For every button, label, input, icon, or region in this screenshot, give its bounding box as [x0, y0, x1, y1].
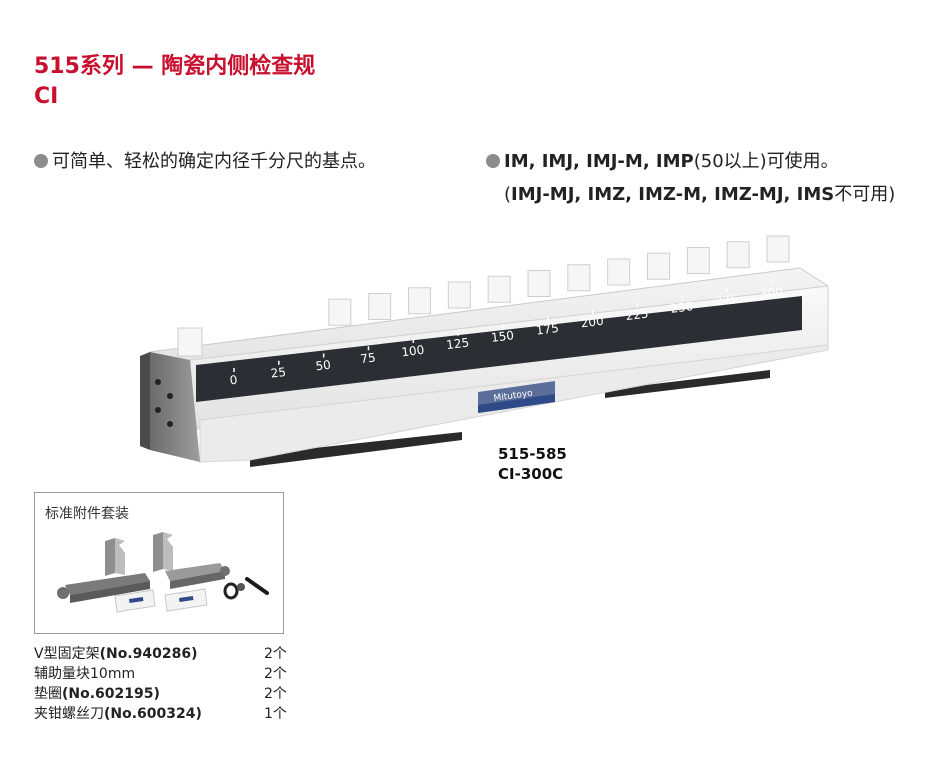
compatible-note: (50以上)可使用。	[693, 151, 839, 172]
gauge-block	[527, 270, 551, 297]
accessories-title: 标准附件套装	[45, 506, 129, 522]
incompatible-suffix: 不可用)	[834, 184, 896, 205]
bullet-dot-icon	[34, 154, 48, 168]
scale-label-200: 200	[580, 314, 604, 331]
accessory-item: 辅助量块10mm 2个	[34, 664, 294, 684]
model-caption: 515-585 CI-300C	[498, 444, 567, 484]
accessory-qty: 2个	[264, 646, 287, 662]
scale-label-75: 75	[360, 350, 377, 366]
accessory-code: (No.602195)	[62, 686, 160, 702]
feature-bullet-left: 可简单、轻松的确定内径千分尺的基点。	[34, 150, 376, 174]
gauge-block	[447, 281, 471, 309]
title-line-1: 515系列 — 陶瓷内侧检查规	[34, 54, 316, 79]
model-name: CI-300C	[498, 465, 564, 483]
accessory-item: V型固定架(No.940286) 2个	[34, 644, 294, 664]
page-title: 515系列 — 陶瓷内侧检查规 CI	[34, 52, 315, 112]
scale-label-275: 275	[714, 292, 738, 309]
accessories-box: 标准附件套装	[34, 492, 284, 634]
accessory-name: 垫圈(No.602195)	[34, 686, 160, 702]
scale-label-125: 125	[445, 335, 469, 352]
gauge-block	[177, 327, 203, 357]
gauge-block	[766, 235, 790, 263]
accessories-photo	[57, 532, 269, 613]
accessory-code: (No.600324)	[104, 706, 202, 722]
gauge-block	[726, 241, 750, 269]
title-line-2: CI	[34, 84, 59, 109]
accessory-name: V型固定架(No.940286)	[34, 646, 198, 662]
incompatible-models: IMJ-MJ, IMZ, IMZ-M, IMZ-MJ, IMS	[511, 184, 835, 205]
accessory-qty: 2个	[264, 686, 287, 702]
scale-label-150: 150	[490, 328, 514, 345]
bullet-dot-icon	[486, 154, 500, 168]
gauge-blocks	[177, 235, 790, 357]
scale-label-300: 300	[759, 285, 783, 302]
accessory-qty: 2个	[264, 666, 287, 682]
scale-label-100: 100	[401, 343, 425, 360]
gauge-block	[607, 258, 631, 286]
model-number: 515-585	[498, 445, 567, 463]
gauge-block	[408, 287, 431, 315]
accessory-item: 垫圈(No.602195) 2个	[34, 684, 294, 704]
scale-label-0: 0	[229, 373, 238, 388]
scale-label-25: 25	[270, 365, 287, 381]
accessory-item: 夹钳螺丝刀(No.600324) 1个	[34, 704, 294, 724]
feature-bullet-right: IM, IMJ, IMJ-M, IMP(50以上)可使用。	[486, 150, 839, 174]
accessory-code: (No.940286)	[99, 646, 198, 662]
gauge-block	[647, 252, 670, 280]
gauge-block	[328, 298, 352, 326]
accessory-name: 辅助量块10mm	[34, 666, 136, 682]
incompatible-note: (IMJ-MJ, IMZ, IMZ-M, IMZ-MJ, IMS不可用)	[504, 184, 896, 205]
gauge-block	[686, 247, 710, 274]
scale-label-175: 175	[535, 321, 559, 338]
scale-label-250: 250	[670, 299, 694, 316]
scale-label-225: 225	[625, 306, 649, 323]
gauge-block	[368, 293, 392, 320]
accessory-qty: 1个	[264, 706, 287, 722]
feature-left-text: 可简单、轻松的确定内径千分尺的基点。	[52, 151, 376, 172]
compatible-models: IM, IMJ, IMJ-M, IMP	[504, 151, 694, 172]
scale-ticks: 0 25 50 75 100 125 150 175 200 225 250 275 300	[229, 281, 784, 387]
gauge-block	[487, 275, 511, 303]
gauge-block	[567, 264, 591, 292]
scale-label-50: 50	[315, 358, 332, 374]
accessory-name: 夹钳螺丝刀(No.600324)	[34, 706, 202, 722]
